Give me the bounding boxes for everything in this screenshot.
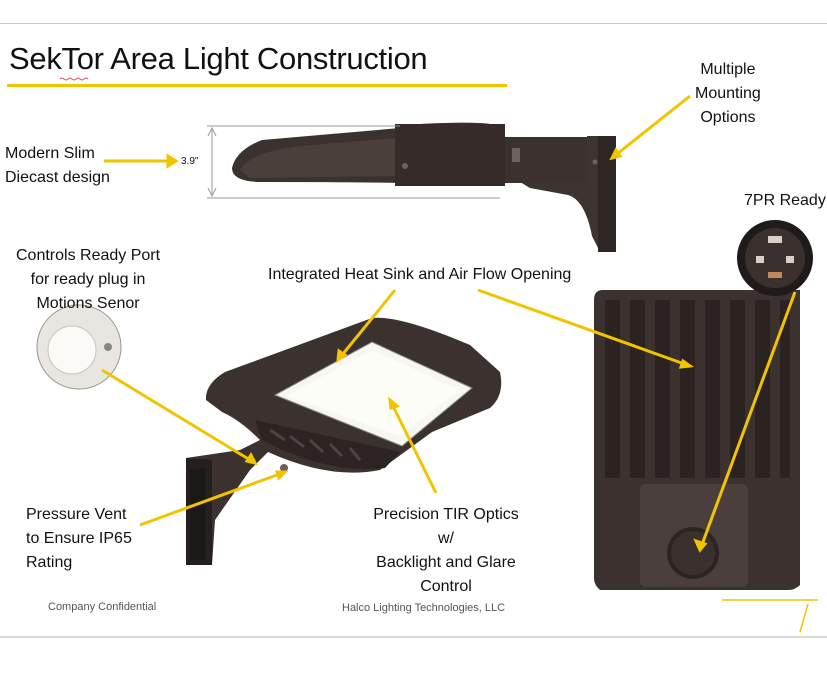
callout-vent-line3: Rating — [26, 554, 73, 571]
callout-slim-design: Modern Slim Diecast design — [5, 142, 110, 190]
slide-top-rule — [0, 23, 827, 24]
dimension-label: 3.9" — [181, 156, 199, 167]
footer-company: Halco Lighting Technologies, LLC — [342, 602, 506, 614]
callout-mount-line2: Mounting — [695, 85, 761, 102]
callout-slim-line1: Modern Slim — [5, 145, 95, 162]
callout-arrows — [101, 94, 818, 633]
spellcheck-squiggle — [59, 77, 89, 81]
callout-optics-line2: Backlight and Glare — [376, 554, 516, 571]
callout-heat-sink: Integrated Heat Sink and Air Flow Openin… — [268, 266, 572, 283]
callout-optics-line1: Precision TIR Optics w/ — [373, 506, 519, 547]
callout-optics-line3: Control — [420, 578, 472, 595]
callout-pressure-vent: Pressure Vent to Ensure IP65 Rating — [26, 503, 132, 575]
side-view-fixture — [232, 122, 616, 252]
title-underline — [7, 84, 507, 87]
callout-controls-line3: Motions Senor — [36, 295, 140, 312]
callout-mount-line3: Options — [700, 109, 756, 126]
callout-tir-optics: Precision TIR Optics w/ Backlight and Gl… — [370, 503, 522, 599]
footer-confidential: Company Confidential — [48, 601, 157, 613]
callout-mount-line1: Multiple — [700, 61, 756, 78]
callout-7pr-ready: 7PR Ready — [744, 192, 826, 209]
dimension-lines — [207, 125, 500, 199]
callout-slim-line2: Diecast design — [5, 169, 110, 186]
slide-title: SekTor Area Light Construction — [9, 41, 428, 76]
seven-pr-receptacle — [737, 220, 813, 296]
callout-controls-line1: Controls Ready Port — [16, 247, 161, 264]
callout-controls-line2: for ready plug in — [30, 271, 146, 288]
callout-vent-line1: Pressure Vent — [26, 506, 127, 523]
callout-mounting-options: Multiple Mounting Options — [695, 58, 761, 130]
slide-bottom-rule — [0, 636, 827, 638]
callout-vent-line2: to Ensure IP65 — [26, 530, 132, 547]
callout-controls-port: Controls Ready Port for ready plug in Mo… — [16, 244, 160, 316]
controls-port-inset — [36, 304, 122, 390]
top-view-fixture — [594, 290, 800, 590]
angled-view-fixture — [186, 317, 502, 565]
